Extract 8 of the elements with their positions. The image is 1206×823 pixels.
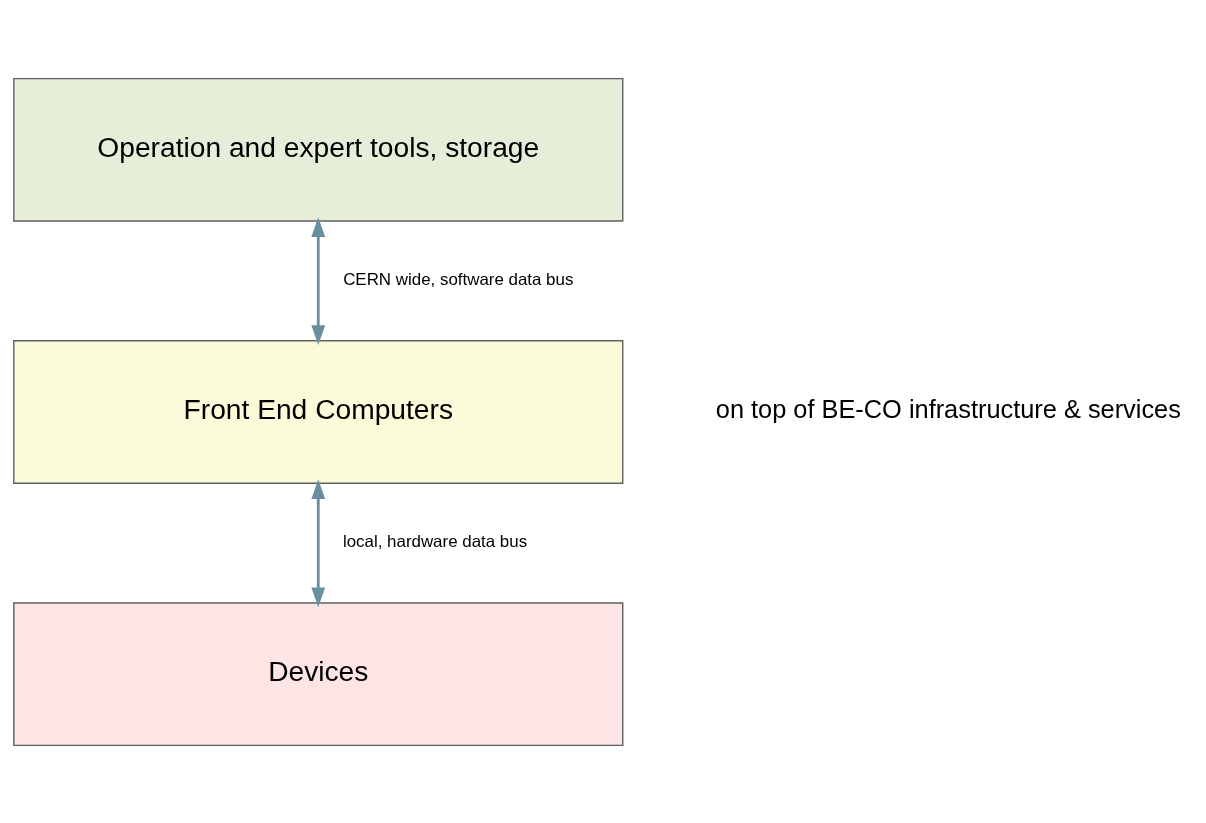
edge-label: local, hardware data bus	[342, 531, 528, 551]
node-box: Operation and expert tools, storage	[13, 77, 624, 222]
label: on top of BE-CO infrastructure & services	[715, 394, 1181, 423]
node-box: Front End Computers	[13, 339, 624, 484]
arrow	[311, 216, 326, 345]
node-box: Devices	[13, 601, 624, 746]
arrow	[311, 478, 326, 607]
edge-label: CERN wide, software data bus	[343, 269, 574, 289]
